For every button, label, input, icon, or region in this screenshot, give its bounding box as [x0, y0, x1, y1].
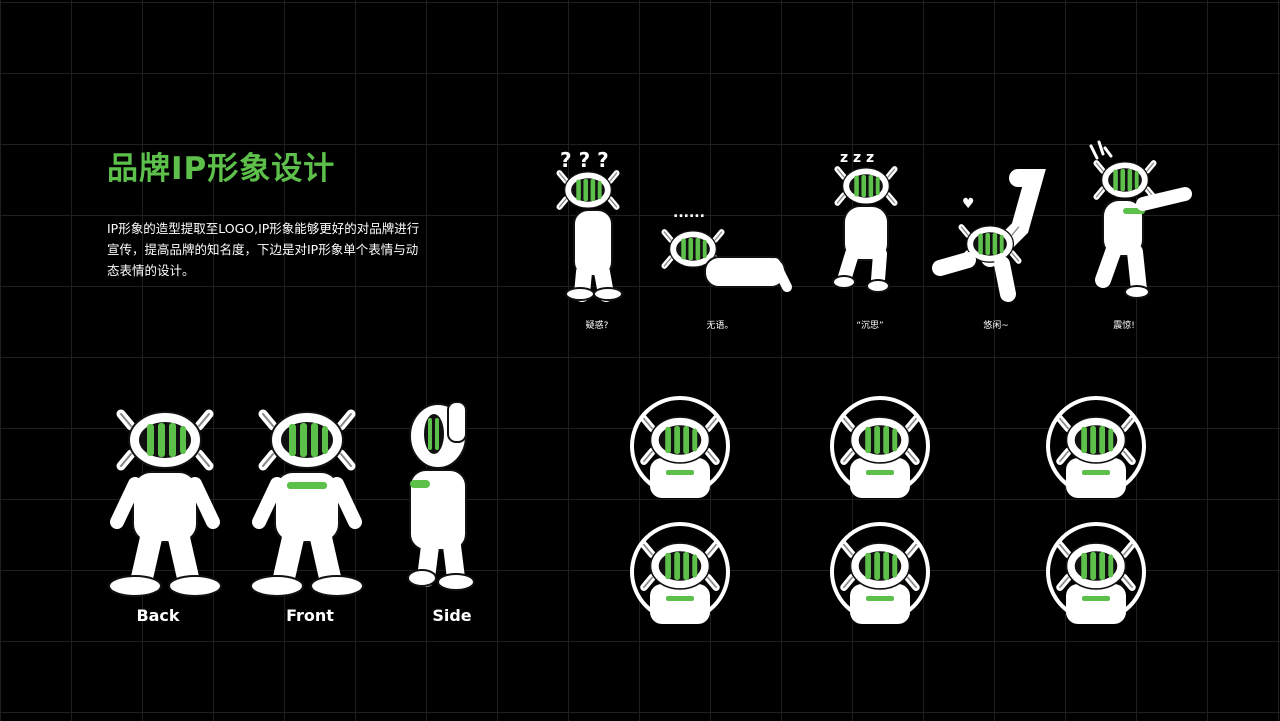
sticker-face-icon — [830, 522, 930, 622]
sticker-face-icon — [1046, 396, 1146, 496]
view-label-back: Back — [136, 606, 180, 625]
character-side-icon — [400, 400, 480, 591]
pose-caption-shocked: 震惊! — [1113, 321, 1135, 331]
page-title: 品牌IP形象设计 — [107, 151, 336, 187]
character-back-icon — [110, 400, 220, 590]
pose-caption-speechless: 无语。 — [706, 321, 734, 331]
heart-icon: ♥ — [962, 196, 975, 212]
sticker-face-icon — [630, 522, 730, 622]
pose-caption-relaxed: 悠闲~ — [983, 321, 1009, 331]
view-label-front: Front — [286, 606, 334, 625]
pose-shocked — [1085, 140, 1195, 300]
ellipsis-marks: ...... — [673, 205, 705, 221]
character-front-icon — [252, 400, 362, 590]
pose-caption-pondering: “沉思” — [856, 321, 884, 331]
sticker-face-icon — [830, 396, 930, 496]
view-label-side: Side — [432, 606, 472, 625]
intro-text: IP形象的造型提取至LOGO,IP形象能够更好的对品牌进行宣传，提高品牌的知名度… — [107, 221, 420, 278]
sticker-face-icon — [630, 396, 730, 496]
question-marks: ? ? ? — [560, 148, 609, 172]
sleep-marks: z z z — [840, 150, 875, 166]
pose-caption-confused: 疑惑? — [585, 321, 609, 331]
sticker-face-icon — [1046, 522, 1146, 622]
